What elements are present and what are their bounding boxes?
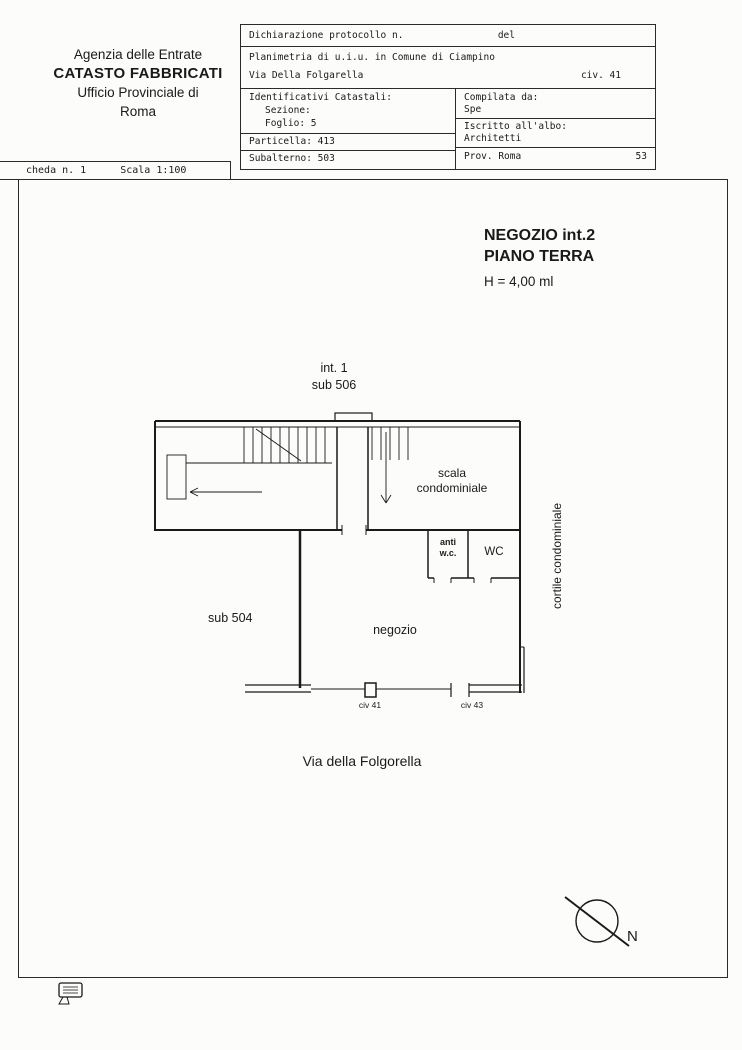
plan-title-block: NEGOZIO int.2 PIANO TERRA H = 4,00 ml	[484, 225, 595, 292]
declaration-form: Dichiarazione protocollo n. del Planimet…	[240, 24, 656, 170]
form-lower-section: Identificativi Catastali: Sezione: Fogli…	[241, 89, 655, 169]
label-street: Via della Folgorella	[302, 753, 422, 769]
staircase-left	[166, 427, 332, 500]
north-arrow	[564, 896, 630, 947]
agency-header: Agenzia delle Entrate CATASTO FABBRICATI…	[38, 45, 238, 121]
label-negozio: negozio	[373, 623, 417, 637]
compilata-label: Compilata da:	[464, 92, 539, 103]
prov-number: 53	[635, 151, 647, 162]
foglio-field: Foglio: 5	[265, 118, 317, 129]
prov-block: Prov. Roma 53	[456, 148, 655, 169]
label-wc-small: w.c.	[439, 548, 457, 558]
compilata-block: Compilata da: Spe	[456, 89, 655, 119]
compilata-cell: Compilata da: Spe Iscritto all'albo: Arc…	[456, 89, 655, 169]
office-line: Ufficio Provinciale di	[77, 85, 199, 100]
north-label: N	[627, 928, 638, 945]
form-row-protocollo: Dichiarazione protocollo n. del	[241, 25, 655, 47]
label-int1-sub506: int. 1 sub 506	[292, 360, 376, 394]
iscritto-value: Architetti	[464, 133, 522, 144]
identificativi-title: Identificativi Catastali:	[249, 92, 392, 103]
label-civ43: civ 43	[460, 700, 484, 710]
floor-label: PIANO TERRA	[484, 248, 595, 265]
prov-label: Prov. Roma	[464, 151, 522, 162]
label-anti-wc: anti w.c.	[430, 537, 466, 559]
office-city: Roma	[119, 104, 156, 119]
via-label: Via Della Folgarella	[249, 70, 364, 81]
height-label: H = 4,00 ml	[484, 274, 554, 289]
identificativi-cell: Identificativi Catastali: Sezione: Fogli…	[241, 89, 456, 169]
form-row-via: Via Della Folgarella civ. 41	[241, 66, 655, 89]
civ-label: civ. 41	[580, 70, 621, 81]
agency-name: Agenzia delle Entrate	[73, 47, 203, 62]
label-int1: int. 1	[320, 361, 348, 375]
scale-label: Scala 1:100	[120, 165, 187, 176]
stamp-icon	[58, 982, 83, 1005]
label-sub504: sub 504	[208, 611, 253, 625]
subalterno-field: Subalterno: 503	[241, 150, 455, 169]
iscritto-block: Iscritto all'albo: Architetti	[456, 119, 655, 148]
del-label: del	[497, 30, 515, 41]
compilata-value: Spe	[464, 104, 482, 115]
unit-title: NEGOZIO int.2	[484, 227, 596, 244]
label-scala-condominiale: scala condominiale	[416, 466, 488, 495]
label-sub506: sub 506	[311, 378, 357, 392]
form-row-planimetria: Planimetria di u.i.u. in Comune di Ciamp…	[249, 52, 495, 63]
label-wc: WC	[484, 546, 504, 558]
catasto-title: CATASTO FABBRICATI	[53, 65, 223, 82]
scheda-number: cheda n. 1	[26, 165, 87, 176]
iscritto-label: Iscritto all'albo:	[464, 121, 567, 132]
label-cortile-condominiale: cortile condominiale	[550, 502, 564, 610]
label-civ41: civ 41	[358, 700, 382, 710]
plan-sheet-frame	[18, 179, 728, 978]
floorplan-walls	[154, 412, 525, 698]
label-anti: anti	[439, 537, 456, 547]
sezione-field: Sezione:	[265, 105, 311, 116]
particella-field: Particella: 413	[241, 133, 455, 150]
staircase-condominiale	[371, 427, 409, 504]
protocollo-label: Dichiarazione protocollo n.	[249, 30, 404, 41]
